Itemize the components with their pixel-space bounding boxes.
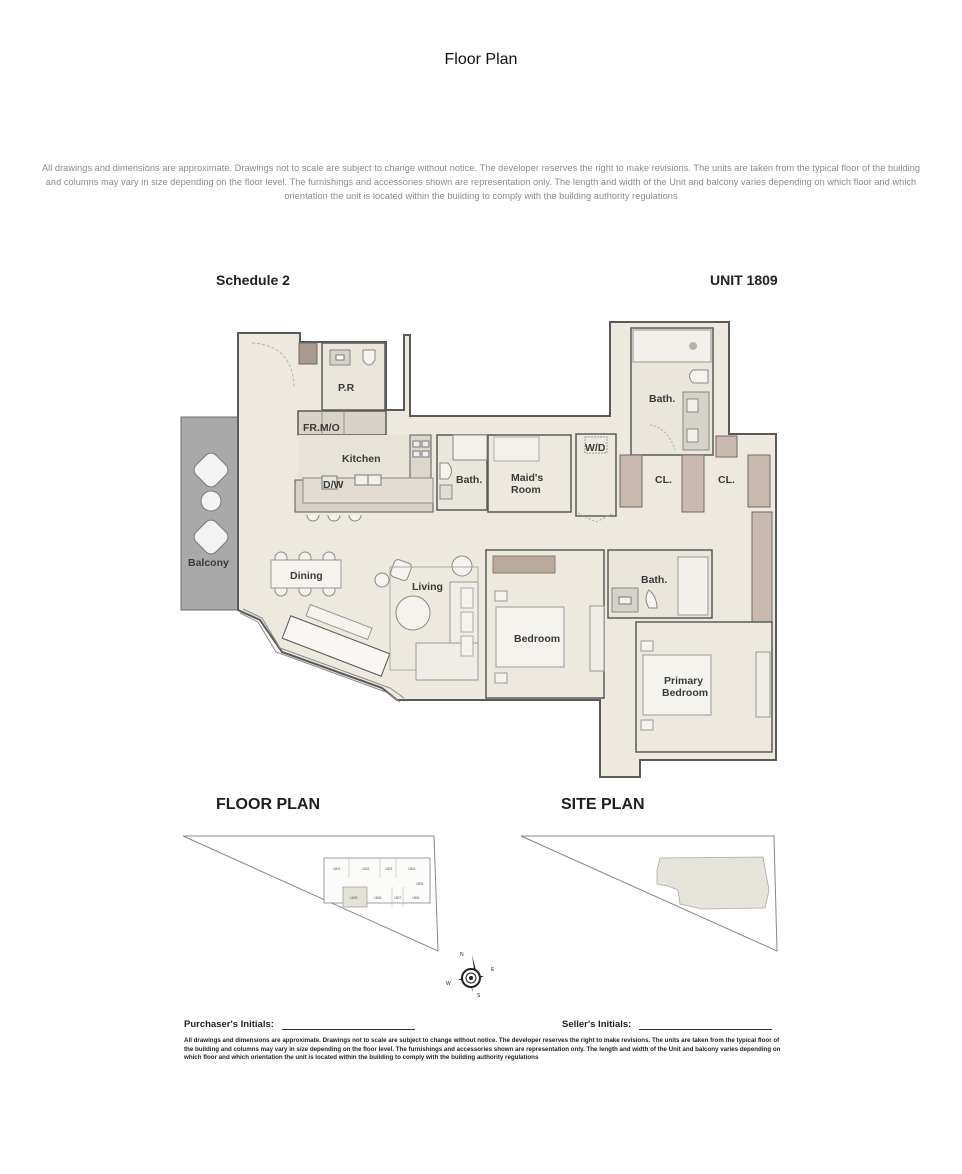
room-label-washer-dryer: W/D [585, 442, 606, 454]
balcony-chair [193, 452, 229, 488]
kitchen: Kitchen D/W [294, 434, 434, 522]
room-label-kitchen: Kitchen [342, 453, 381, 465]
media-console [281, 603, 391, 677]
balcony [180, 416, 239, 611]
fridge-microwave: FR.M/O [297, 410, 387, 436]
key-unit-1801: 1801 [333, 867, 341, 871]
angled-window-wall [239, 608, 405, 703]
room-label-primary-bath: Bath. [649, 393, 675, 405]
compass-east: E [491, 967, 495, 973]
powder-room: P.R [321, 342, 386, 411]
room-label-primary-bedroom-2: Bedroom [662, 687, 708, 699]
bedroom: Bedroom [485, 549, 605, 699]
unit-number: UNIT 1809 [710, 272, 778, 288]
room-label-closet-2: CL. [718, 474, 735, 486]
room-label-dishwasher: D/W [323, 479, 344, 491]
room-label-fridge-microwave: FR.M/O [303, 422, 340, 434]
room-label-balcony: Balcony [188, 557, 229, 569]
key-unit-1803: 1803 [385, 867, 393, 871]
key-plan: 1801 1802 1803 1804 1805 1809 1808 1807 … [182, 835, 439, 952]
disclaimer-top: All drawings and dimensions are approxim… [41, 163, 921, 201]
primary-bath: Bath. [630, 327, 714, 456]
compass-south: S [477, 993, 481, 999]
primary-bedroom: Primary Bedroom [635, 621, 773, 753]
balcony-chair [193, 519, 229, 555]
room-label-bedroom: Bedroom [514, 633, 560, 645]
purchaser-initials-field[interactable] [281, 1019, 415, 1030]
key-unit-1805: 1805 [416, 882, 424, 886]
compass-icon: N E S W [446, 952, 495, 999]
schedule-label: Schedule 2 [216, 272, 290, 288]
washer-dryer: W/D [575, 433, 617, 523]
key-unit-1807: 1807 [394, 896, 402, 900]
dining-area: Dining [270, 551, 342, 597]
room-label-primary-bedroom-1: Primary [664, 675, 703, 687]
room-label-second-bath: Bath. [641, 574, 667, 586]
key-unit-1802: 1802 [362, 867, 370, 871]
disclaimer-bottom: All drawings and dimensions are approxim… [184, 1037, 781, 1062]
compass-west: W [446, 981, 451, 987]
maid-bath: Bath. [436, 434, 488, 511]
foyer [251, 342, 318, 387]
room-label-closet-1: CL. [655, 474, 672, 486]
room-label-maids-room-1: Maid's [511, 472, 543, 484]
purchaser-initials: Purchaser's Initials: [184, 1019, 415, 1030]
balcony-table [200, 490, 222, 512]
closets: CL. CL. [619, 435, 773, 653]
compass-north: N [460, 952, 464, 958]
floor-plan-heading: FLOOR PLAN [216, 796, 320, 813]
room-label-powder-room: P.R [338, 382, 355, 394]
room-label-living: Living [412, 581, 443, 593]
site-plan [520, 835, 778, 952]
key-unit-1806: 1806 [412, 896, 420, 900]
page-title: Floor Plan [444, 51, 518, 68]
second-bath: Bath. [561, 549, 713, 619]
key-unit-1809: 1809 [350, 896, 358, 900]
seller-initials: Seller's Initials: [562, 1019, 773, 1030]
maids-room: Maid's Room [487, 434, 572, 513]
room-label-dining: Dining [290, 570, 323, 582]
room-label-maid-bath: Bath. [456, 474, 482, 486]
site-plan-heading: SITE PLAN [561, 796, 645, 813]
key-unit-1804: 1804 [408, 867, 416, 871]
living-area: Living [374, 555, 479, 681]
room-label-maids-room-2: Room [511, 484, 541, 496]
seller-initials-label: Seller's Initials: [562, 1019, 632, 1030]
key-unit-1808: 1808 [374, 896, 382, 900]
purchaser-initials-label: Purchaser's Initials: [184, 1019, 274, 1030]
seller-initials-field[interactable] [639, 1019, 773, 1030]
